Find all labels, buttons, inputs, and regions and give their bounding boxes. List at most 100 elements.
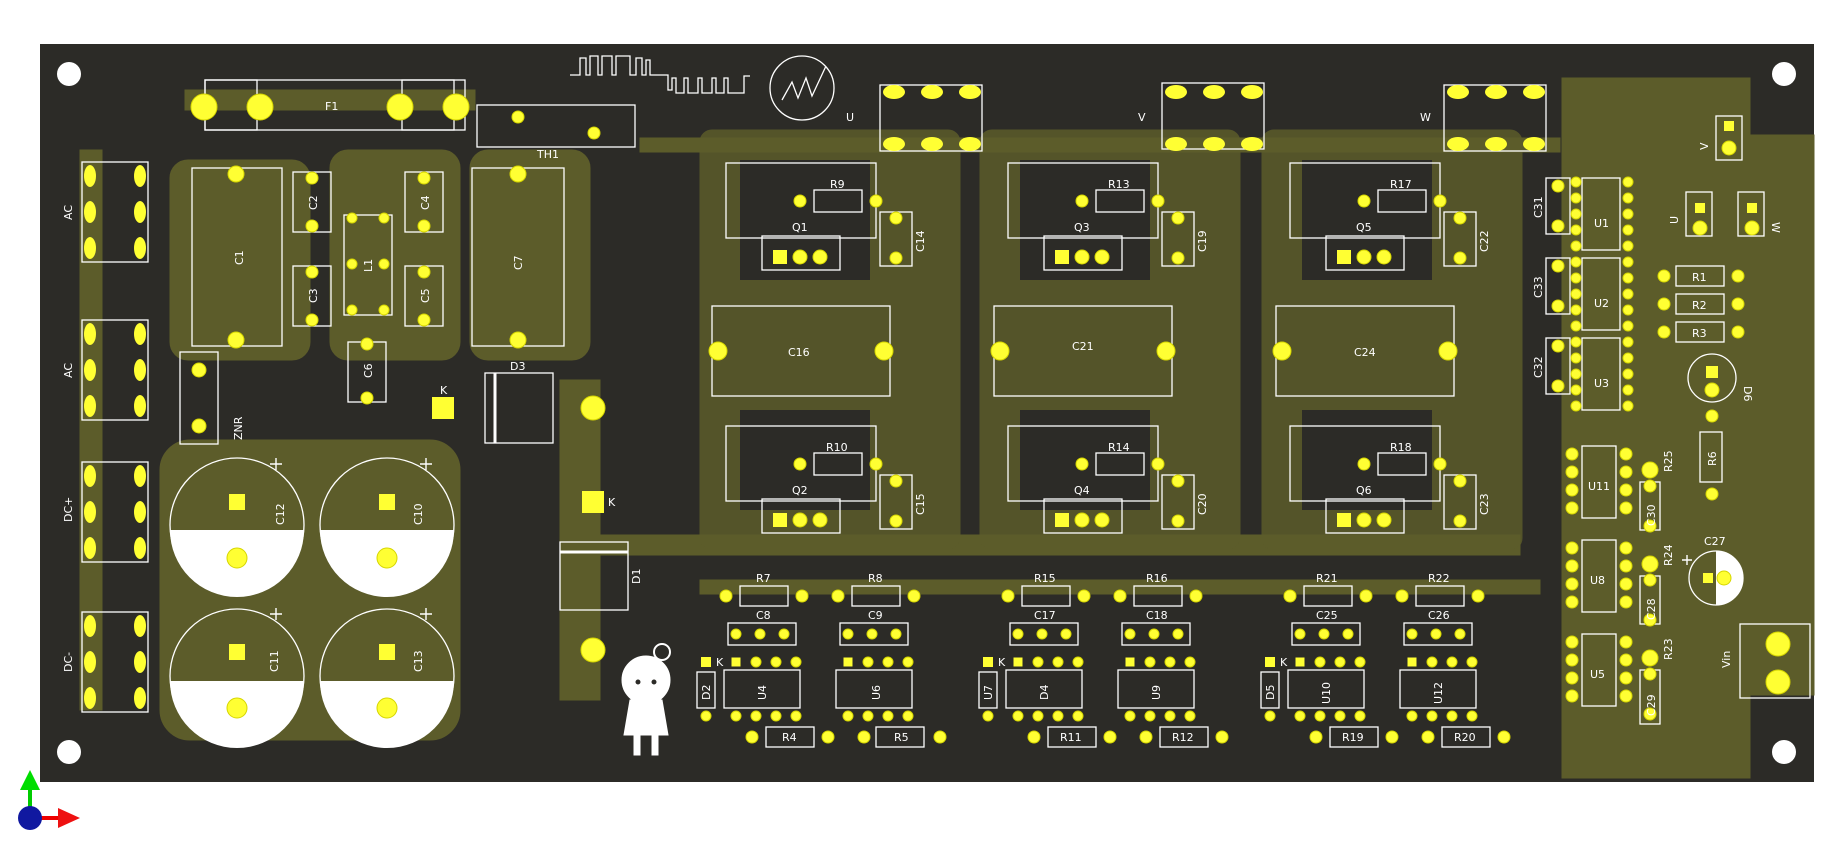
pad xyxy=(1077,589,1091,603)
pad xyxy=(1641,555,1659,573)
label-r17: R17 xyxy=(1390,178,1412,191)
pad xyxy=(790,710,802,722)
pad xyxy=(1744,220,1760,236)
pad xyxy=(874,341,894,361)
label-v-out: V xyxy=(1138,111,1146,124)
label-c19: C19 xyxy=(1196,230,1209,252)
pad-oval xyxy=(134,359,146,381)
pad-oval xyxy=(1165,85,1187,99)
pad-square xyxy=(1055,513,1069,527)
pad xyxy=(1354,710,1366,722)
label-d1: D1 xyxy=(630,569,643,584)
pad xyxy=(1342,628,1354,640)
pad xyxy=(1283,589,1297,603)
pad xyxy=(1074,512,1090,528)
pad xyxy=(1622,400,1634,412)
pad xyxy=(1139,730,1153,744)
pad xyxy=(889,211,903,225)
pad-oval xyxy=(1447,85,1469,99)
pad xyxy=(1641,461,1659,479)
pad xyxy=(1622,240,1634,252)
pad xyxy=(793,194,807,208)
pad xyxy=(1032,656,1044,668)
pad xyxy=(190,93,218,121)
pad-square xyxy=(432,397,454,419)
pad xyxy=(1151,457,1165,471)
pad-oval xyxy=(134,323,146,345)
label-d5: D5 xyxy=(1264,685,1277,700)
pad xyxy=(1124,628,1136,640)
label-c6: C6 xyxy=(362,363,375,378)
pad xyxy=(1551,299,1565,313)
pad-oval xyxy=(1241,137,1263,151)
pad xyxy=(305,313,319,327)
pad-square xyxy=(1747,203,1757,213)
pad xyxy=(754,628,766,640)
pad xyxy=(580,395,606,421)
label-f1: F1 xyxy=(325,100,338,113)
pad xyxy=(378,212,390,224)
pad-oval xyxy=(134,687,146,709)
label-u10: U10 xyxy=(1320,682,1333,704)
pad xyxy=(1060,628,1072,640)
pad xyxy=(1622,272,1634,284)
pad xyxy=(1074,249,1090,265)
label-u8: U8 xyxy=(1590,574,1605,587)
pad-oval xyxy=(84,237,96,259)
waveform-graphic xyxy=(570,55,750,94)
pad xyxy=(862,710,874,722)
pad xyxy=(1012,710,1024,722)
pad xyxy=(1454,628,1466,640)
pad xyxy=(227,165,245,183)
pad xyxy=(1565,559,1579,573)
label-u9: U9 xyxy=(1150,685,1163,700)
label-c24: C24 xyxy=(1354,346,1376,359)
pad xyxy=(386,93,414,121)
pad xyxy=(1705,409,1719,423)
pad xyxy=(1570,400,1582,412)
pad xyxy=(793,457,807,471)
pad xyxy=(1171,251,1185,265)
pad xyxy=(1570,304,1582,316)
label-r11: R11 xyxy=(1060,731,1082,744)
mounting-hole-tl xyxy=(57,62,81,86)
pad-oval xyxy=(1485,85,1507,99)
copper-top-bus xyxy=(639,137,1561,153)
pad xyxy=(889,474,903,488)
pad-square xyxy=(1337,250,1351,264)
pad xyxy=(933,730,947,744)
pad xyxy=(1622,384,1634,396)
pad xyxy=(1164,656,1176,668)
label-d3: D3 xyxy=(510,360,525,373)
pad-square xyxy=(229,494,245,510)
pad xyxy=(1619,483,1633,497)
label-r20: R20 xyxy=(1454,731,1476,744)
pad xyxy=(1643,519,1657,533)
pad xyxy=(1471,589,1485,603)
label-r16: R16 xyxy=(1146,572,1168,585)
label-r7: R7 xyxy=(756,572,771,585)
pad xyxy=(376,547,398,569)
pad xyxy=(831,589,845,603)
pad xyxy=(1453,211,1467,225)
pad xyxy=(1643,667,1657,681)
pad-oval xyxy=(84,359,96,381)
pad xyxy=(1164,710,1176,722)
pad-oval xyxy=(1203,137,1225,151)
pad-square xyxy=(582,491,604,513)
pad xyxy=(730,628,742,640)
pad xyxy=(1156,341,1176,361)
pad xyxy=(227,331,245,349)
pad xyxy=(1433,194,1447,208)
pad-oval xyxy=(84,465,96,487)
label-r6: R6 xyxy=(1706,451,1719,466)
label-r3: R3 xyxy=(1692,327,1707,340)
label-r18: R18 xyxy=(1390,441,1412,454)
pad xyxy=(1643,613,1657,627)
label-c5: C5 xyxy=(419,288,432,303)
pad xyxy=(1622,368,1634,380)
pad xyxy=(346,304,358,316)
logo-mark xyxy=(781,65,827,101)
pad xyxy=(730,710,742,722)
pad xyxy=(1565,541,1579,555)
